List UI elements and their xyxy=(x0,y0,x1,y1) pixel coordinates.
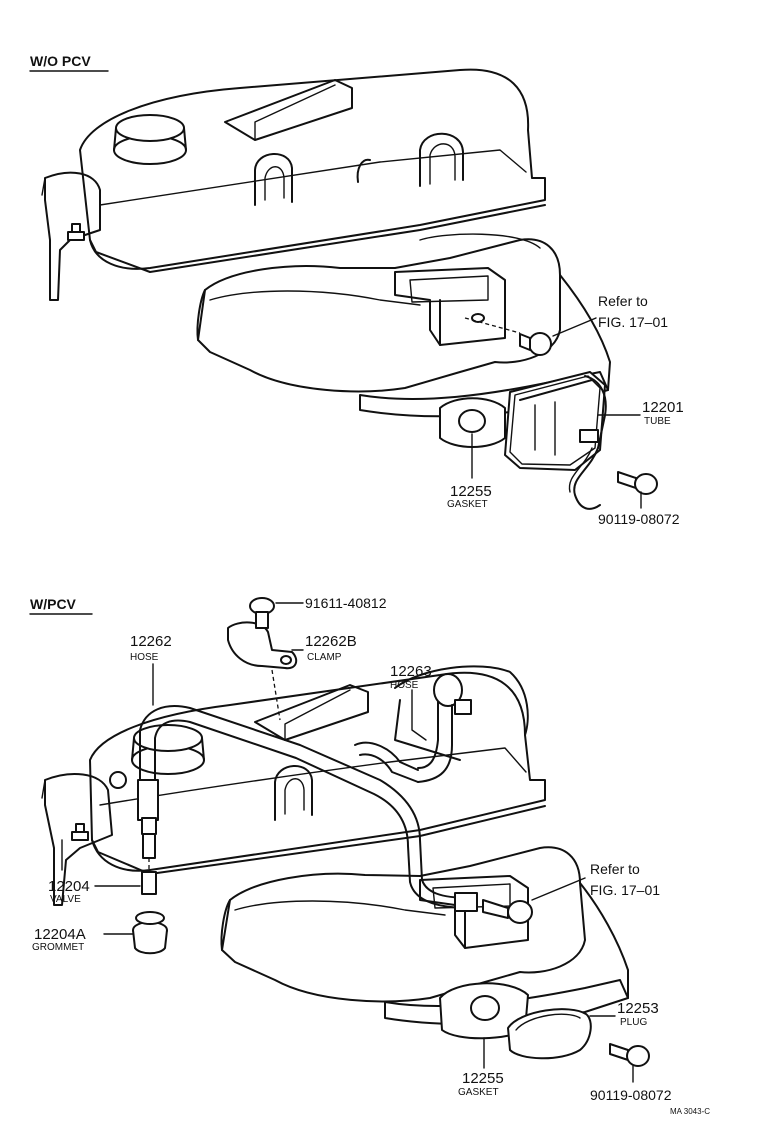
top-gasket-number: 12255 xyxy=(450,483,492,500)
bottom-clamp-name: CLAMP xyxy=(307,652,342,663)
bottom-pcv-hose xyxy=(137,705,478,912)
top-bolt-right xyxy=(617,471,658,495)
bottom-section: W/PCV xyxy=(29,595,710,1116)
bottom-gasket-name: GASKET xyxy=(458,1087,499,1098)
bottom-refer-leader xyxy=(531,877,586,901)
bottom-bolt-top-number: 91611-40812 xyxy=(305,595,387,611)
bottom-clamp-number: 12262B xyxy=(305,633,357,650)
bottom-hose1-name: HOSE xyxy=(130,652,159,663)
bottom-hose1-number: 12262 xyxy=(130,633,172,650)
bottom-bolt-right xyxy=(609,1043,650,1067)
top-section-title: W/O PCV xyxy=(30,53,91,69)
top-gasket xyxy=(439,397,506,448)
top-bolt-number: 90119-08072 xyxy=(598,511,680,527)
bottom-plug-name: PLUG xyxy=(620,1017,647,1028)
bottom-refer-line2: FIG. 17–01 xyxy=(590,882,660,898)
top-refer-leader xyxy=(552,317,597,337)
bottom-plug xyxy=(507,1008,592,1060)
bottom-section-title: W/PCV xyxy=(30,596,77,612)
bottom-engine-head xyxy=(41,665,629,1025)
bottom-clamp xyxy=(227,621,298,721)
bottom-hose2-name: HOSE xyxy=(390,680,419,691)
top-section: W/O PCV xyxy=(29,53,684,527)
top-cover-plate xyxy=(504,371,607,510)
top-tube-number: 12201 xyxy=(642,399,684,416)
top-refer-line2: FIG. 17–01 xyxy=(598,314,668,330)
top-tube-name: TUBE xyxy=(644,416,671,427)
bottom-pcv-valve xyxy=(141,817,157,895)
bottom-valve-number: 12204 xyxy=(48,878,90,895)
bottom-refer-line1: Refer to xyxy=(590,861,640,877)
bottom-grommet-name: GROMMET xyxy=(32,942,84,953)
figure-code: MA 3043-C xyxy=(670,1107,710,1116)
top-refer-line1: Refer to xyxy=(598,293,648,309)
bottom-hose-12263 xyxy=(354,673,472,783)
bottom-valve-name: VALVE xyxy=(50,894,81,905)
top-gasket-name: GASKET xyxy=(447,499,488,510)
bottom-plug-number: 12253 xyxy=(617,1000,659,1017)
top-engine-head xyxy=(41,68,611,418)
top-bolt-center xyxy=(519,332,552,356)
bottom-bolt-top xyxy=(249,597,275,629)
bottom-hose2-number: 12263 xyxy=(390,663,432,680)
bottom-hose2-leader xyxy=(411,689,427,741)
bottom-gasket xyxy=(439,982,529,1040)
bottom-bolt-right-number: 90119-08072 xyxy=(590,1087,672,1103)
bottom-gasket-number: 12255 xyxy=(462,1070,504,1087)
bottom-grommet xyxy=(132,911,168,955)
bottom-union-bolt xyxy=(482,899,533,924)
bottom-grommet-number: 12204A xyxy=(34,926,86,943)
